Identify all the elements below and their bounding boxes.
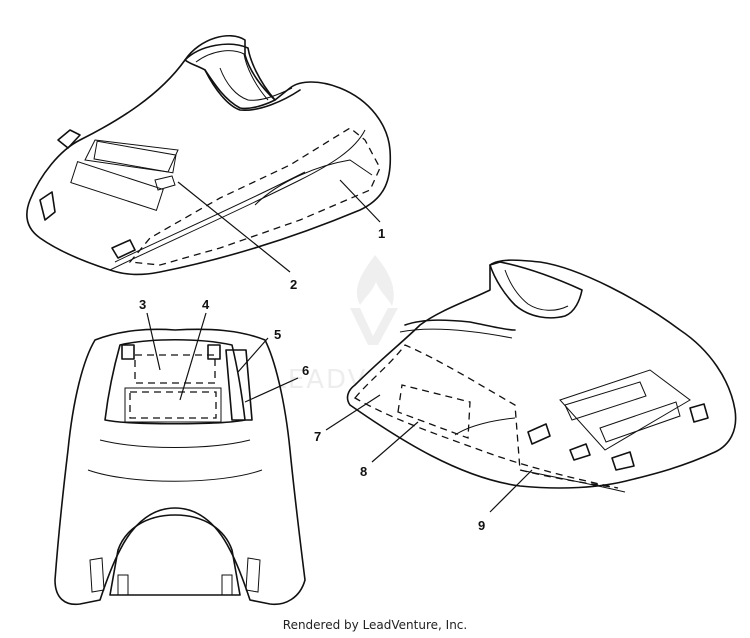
callout-2: 2: [290, 277, 297, 292]
callout-3: 3: [139, 297, 146, 312]
callout-1: 1: [378, 226, 385, 241]
leader-lines: [146, 179, 533, 513]
callout-5: 5: [274, 327, 281, 342]
footer-credit: Rendered by LeadVenture, Inc.: [282, 618, 468, 632]
v-logo-icon: [350, 308, 398, 345]
callouts: 1 2 3 4 5 6 7 8 9: [139, 226, 485, 533]
callout-7: 7: [314, 429, 321, 444]
callout-8: 8: [360, 464, 367, 479]
hood-side-view: [346, 259, 737, 493]
hood-top-view: [26, 35, 392, 276]
callout-9: 9: [478, 518, 485, 533]
callout-6: 6: [302, 363, 309, 378]
flame-logo-icon: [356, 255, 394, 306]
hood-front-view: [54, 328, 306, 606]
callout-4: 4: [202, 297, 210, 312]
